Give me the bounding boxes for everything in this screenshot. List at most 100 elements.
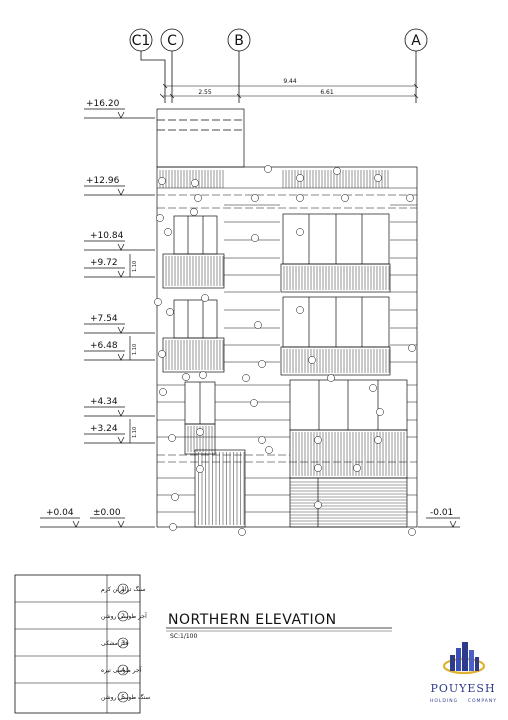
legend-num-1: 1 (121, 586, 125, 593)
entrance-door (194, 449, 246, 528)
level-label-4-34: +4.34 (90, 397, 118, 407)
garage-door-slats (290, 481, 407, 525)
material-tag (159, 388, 167, 396)
level-label-3-24: +3.24 (90, 424, 118, 434)
material-tag (374, 174, 382, 182)
material-tag (251, 194, 259, 202)
material-tag (199, 371, 207, 379)
material-tag (264, 165, 272, 173)
material-tag (169, 523, 177, 531)
grid-label-a: A (411, 33, 421, 49)
balcony-rail-right-floor1 (292, 432, 405, 476)
material-tag (265, 446, 273, 454)
material-tag (327, 374, 335, 382)
level-label-0-00: ±0.00 (93, 508, 121, 518)
material-tag (250, 399, 258, 407)
level-label-minus-0-01: -0.01 (430, 508, 453, 518)
small-dim-1: 1.10 (132, 261, 138, 272)
legend-label-4: آجر طوسی تیره (101, 665, 142, 674)
parapet-hatch-panels (159, 170, 389, 188)
company-sub-left: HOLDING (430, 698, 458, 704)
material-tag (154, 298, 162, 306)
balcony-rail-left-floor1 (187, 426, 213, 452)
dimension-total: 9.44 (283, 78, 297, 85)
building-elevation (156, 108, 418, 528)
balcony-rail-left-floor2 (165, 340, 224, 370)
material-tag (258, 360, 266, 368)
legend-label-5: سنگ طوسی روشن (101, 693, 150, 701)
company-sub-right: COMPANY (468, 698, 497, 704)
balcony-rail-right-floor3 (283, 266, 390, 290)
material-tag (182, 373, 190, 381)
grid-label-c: C (167, 33, 177, 49)
legend-num-5: 5 (121, 694, 125, 701)
material-tag (333, 167, 341, 175)
window-left-floor2 (173, 299, 218, 339)
material-tag (156, 214, 164, 222)
window-left-floor3 (173, 215, 218, 255)
material-tag (353, 464, 361, 472)
legend-table: 1 2 3 4 5 سنگ تراورتن کرم آجر طوسی روشن … (14, 574, 150, 714)
material-tag (158, 350, 166, 358)
company-name: POUYESH (430, 682, 495, 695)
facade-outline (156, 166, 418, 528)
grid-label-c1: C1 (132, 33, 151, 49)
level-label-6-48: +6.48 (90, 341, 118, 351)
garage-door (289, 477, 408, 528)
material-tag (308, 356, 316, 364)
balcony-rail-right-floor2 (283, 349, 390, 373)
material-tag (408, 528, 416, 536)
material-tag (171, 493, 179, 501)
level-label-9-72: +9.72 (90, 258, 118, 268)
small-dim-2: 1.10 (132, 344, 138, 355)
material-tag (341, 194, 349, 202)
material-tag (196, 465, 204, 473)
material-tag (369, 384, 377, 392)
material-tag (296, 228, 304, 236)
material-tag (168, 434, 176, 442)
material-tag (296, 174, 304, 182)
entrance-door-hatch (198, 452, 245, 525)
material-tag (194, 194, 202, 202)
level-label-16-20: +16.20 (86, 99, 120, 109)
small-dim-3: 1.10 (132, 427, 138, 438)
legend-label-2: آجر طوسی روشن (101, 611, 147, 620)
material-tag (238, 528, 246, 536)
dimension-right: 6.61 (320, 89, 334, 96)
material-tag (314, 464, 322, 472)
legend-label-3: فلز مشکی (101, 640, 128, 647)
material-tag (296, 194, 304, 202)
material-tag (164, 228, 172, 236)
company-logo: POUYESH HOLDING COMPANY (430, 642, 497, 704)
grid-axes (129, 28, 428, 103)
buildings-logo-icon (442, 642, 486, 675)
material-tag (374, 436, 382, 444)
material-tag (406, 194, 414, 202)
dimension-lines (159, 83, 419, 99)
legend-label-1: سنگ تراورتن کرم (101, 585, 146, 593)
material-tag (166, 308, 174, 316)
material-tag (314, 501, 322, 509)
material-tag (314, 436, 322, 444)
material-tag (196, 428, 204, 436)
level-label-12-96: +12.96 (86, 176, 120, 186)
material-tag (258, 436, 266, 444)
level-label-7-54: +7.54 (90, 314, 118, 324)
material-tags (154, 165, 416, 536)
material-tag (254, 321, 262, 329)
grid-label-b: B (234, 33, 244, 49)
dimension-left: 2.55 (198, 89, 212, 96)
material-tag (408, 344, 416, 352)
drawing-title: NORTHERN ELEVATION (168, 612, 337, 628)
material-tag (376, 408, 384, 416)
legend-num-4: 4 (121, 667, 125, 674)
material-tag (158, 177, 166, 185)
material-tag (251, 234, 259, 242)
drawing-scale: SC:1/100 (170, 633, 197, 640)
level-label-0-04: +0.04 (46, 508, 74, 518)
legend-num-3: 3 (121, 640, 125, 647)
level-markers (40, 108, 460, 528)
level-label-10-84: +10.84 (90, 231, 124, 241)
material-tag (190, 208, 198, 216)
